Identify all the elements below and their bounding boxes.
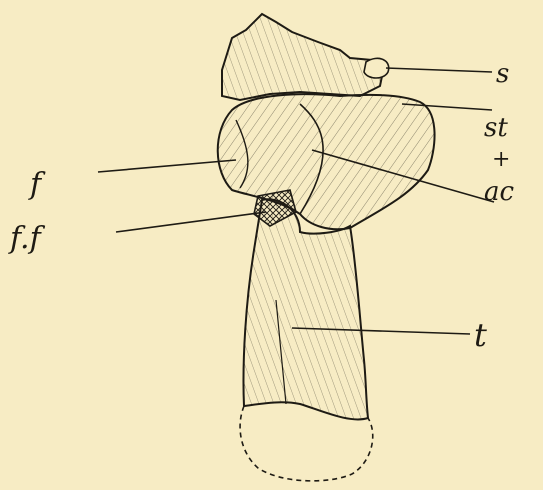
leader-line-s (386, 68, 492, 72)
shaft (243, 199, 368, 419)
label-t: t (474, 316, 487, 354)
label-f: f (28, 167, 46, 202)
label-st: st (484, 113, 508, 143)
main-block (218, 94, 435, 229)
label-plus: + (492, 147, 510, 172)
leader-line-ff (116, 212, 266, 232)
leader-line-f (98, 160, 236, 172)
upper-bone-fragment (222, 14, 389, 100)
label-ff: f.f (8, 221, 46, 256)
label-s: s (496, 59, 509, 89)
label-ac: ac (484, 177, 515, 207)
